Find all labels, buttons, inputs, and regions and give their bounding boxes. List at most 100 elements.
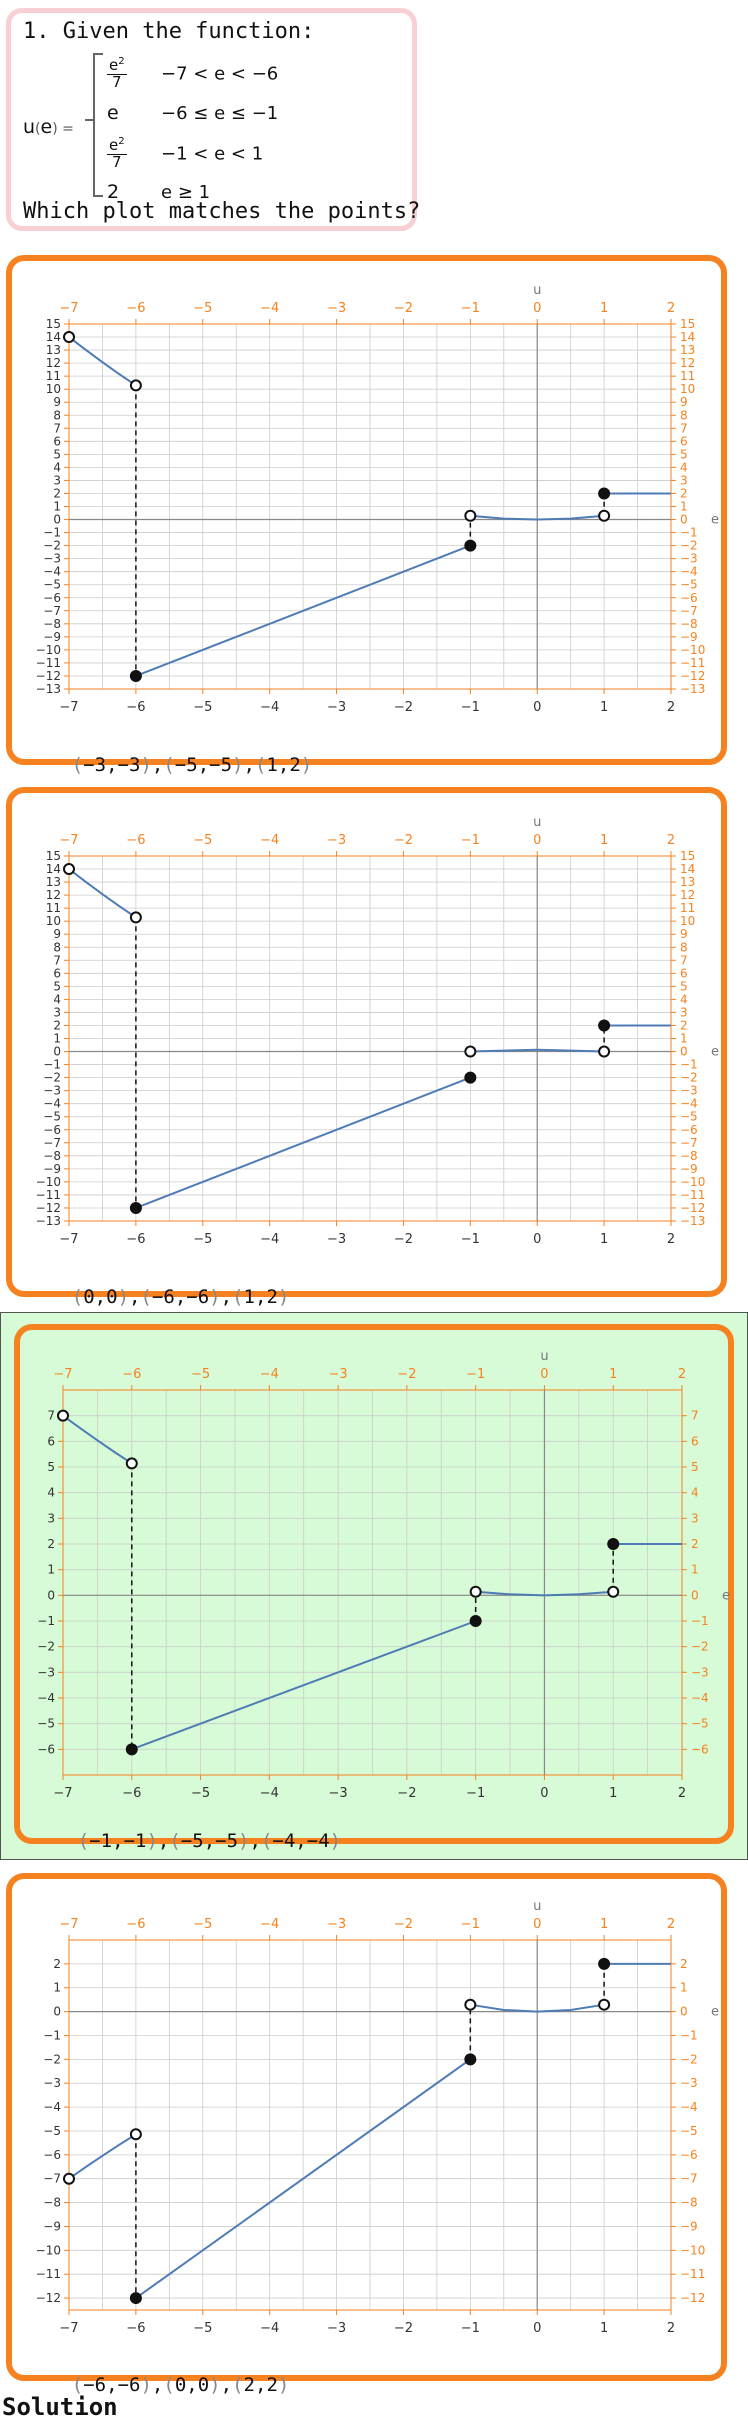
y-tick-label-right: −3	[680, 552, 698, 566]
closed-endpoint	[598, 1957, 611, 1970]
x-tick-label-bottom: −1	[466, 1786, 485, 1801]
x-tick-label-top: −3	[327, 301, 346, 316]
y-tick-label-right: −3	[680, 2076, 698, 2090]
x-tick-label-bottom: −6	[126, 700, 145, 715]
y-tick-label-right: −1	[680, 2028, 698, 2042]
x-tick-label-top: −5	[191, 1367, 210, 1382]
y-tick-label-right: −4	[680, 2100, 698, 2114]
y-tick-label-left: 3	[53, 473, 61, 487]
x-tick-label-bottom: 0	[533, 700, 541, 715]
y-tick-label-right: −10	[680, 1175, 705, 1189]
y-tick-label-right: −11	[680, 656, 705, 670]
y-tick-label-right: 0	[680, 2005, 688, 2019]
y-tick-label-left: −7	[43, 1136, 61, 1150]
y-tick-label-right: 1	[680, 500, 688, 514]
y-tick-label-left: 5	[47, 1460, 55, 1474]
y-tick-label-left: −4	[43, 2100, 61, 2114]
x-tick-label-top: 0	[533, 833, 541, 848]
question-prompt: 1. Given the function:	[23, 19, 315, 44]
y-tick-label-right: 1	[680, 1032, 688, 1046]
y-tick-label-right: 3	[680, 473, 688, 487]
closed-endpoint	[607, 1538, 620, 1550]
closed-endpoint	[129, 2292, 142, 2305]
y-axis-name: u	[533, 815, 541, 830]
y-tick-label-right: −11	[680, 2267, 705, 2281]
y-tick-label-left: −12	[36, 2291, 61, 2305]
y-tick-label-left: −3	[43, 552, 61, 566]
x-tick-label-bottom: 1	[600, 700, 608, 715]
x-tick-label-bottom: −6	[126, 1232, 145, 1247]
x-tick-label-bottom: −5	[193, 700, 212, 715]
x-tick-label-bottom: −7	[59, 700, 78, 715]
y-tick-label-right: −6	[680, 2148, 698, 2162]
y-tick-label-left: −1	[37, 1614, 55, 1628]
x-tick-label-top: −6	[126, 833, 145, 848]
x-tick-label-top: −7	[59, 301, 78, 316]
y-tick-label-left: −10	[36, 643, 61, 657]
y-axis-name: u	[540, 1349, 548, 1364]
x-tick-label-bottom: −3	[327, 700, 346, 715]
open-endpoint	[125, 1457, 138, 1470]
x-tick-label-bottom: −5	[193, 1232, 212, 1247]
x-tick-label-top: −2	[394, 833, 413, 848]
x-tick-label-bottom: 1	[600, 1232, 608, 1247]
option-a-points: (−3,−3),(−5,−5),(1,2)	[71, 754, 313, 776]
y-tick-label-right: 13	[680, 875, 695, 889]
x-tick-label-bottom: −1	[461, 700, 480, 715]
x-axis-name: e	[711, 1045, 719, 1060]
y-tick-label-left: 10	[46, 382, 61, 396]
y-tick-label-right: −6	[691, 1742, 709, 1756]
y-tick-label-right: 12	[680, 356, 695, 370]
y-tick-label-left: 13	[46, 875, 61, 889]
y-tick-label-right: −1	[680, 526, 698, 540]
closed-endpoint	[464, 1071, 477, 1084]
y-tick-label-right: −1	[691, 1614, 709, 1628]
y-tick-label-right: −5	[680, 1110, 698, 1124]
y-tick-label-left: −2	[43, 539, 61, 553]
y-tick-label-left: −13	[36, 682, 61, 696]
y-tick-label-left: 1	[53, 500, 61, 514]
y-tick-label-right: −8	[680, 617, 698, 631]
y-tick-label-right: 14	[680, 862, 695, 876]
y-tick-label-right: 7	[691, 1409, 699, 1423]
x-tick-label-bottom: −7	[53, 1786, 72, 1801]
y-tick-label-right: −2	[691, 1640, 709, 1654]
function-series	[62, 1414, 133, 1465]
y-tick-label-right: −4	[680, 565, 698, 579]
y-tick-label-right: −12	[680, 2291, 705, 2305]
open-endpoint	[464, 1998, 477, 2011]
y-tick-label-left: 2	[47, 1537, 55, 1551]
y-tick-label-right: 2	[680, 1018, 688, 1032]
open-endpoint	[57, 1409, 69, 1422]
x-tick-label-top: 1	[600, 1917, 608, 1932]
option-b-points: (0,0),(−6,−6),(1,2)	[71, 1286, 290, 1308]
y-tick-label-right: 14	[680, 330, 695, 344]
open-endpoint	[464, 1045, 477, 1058]
y-tick-label-left: 7	[53, 421, 61, 435]
y-tick-label-right: −12	[680, 669, 705, 683]
closed-endpoint	[598, 487, 611, 500]
y-tick-label-right: −13	[680, 682, 705, 696]
y-tick-label-right: −3	[691, 1665, 709, 1679]
x-tick-label-top: 2	[667, 301, 675, 316]
x-tick-label-bottom: 2	[678, 1786, 686, 1801]
open-endpoint	[598, 1998, 611, 2011]
plot-frame	[62, 1389, 683, 1776]
function-series	[68, 868, 137, 919]
open-endpoint	[129, 2128, 142, 2141]
x-tick-label-bottom: −2	[394, 2321, 413, 2336]
solution-heading: Solution	[2, 2393, 118, 2421]
y-tick-label-left: −7	[43, 2172, 61, 2186]
y-tick-label-right: −5	[691, 1717, 709, 1731]
y-tick-label-left: −4	[37, 1691, 55, 1705]
closed-endpoint	[464, 539, 477, 552]
y-tick-label-right: −6	[680, 591, 698, 605]
y-tick-label-left: −5	[43, 2124, 61, 2138]
y-tick-label-right: −7	[680, 1136, 698, 1150]
